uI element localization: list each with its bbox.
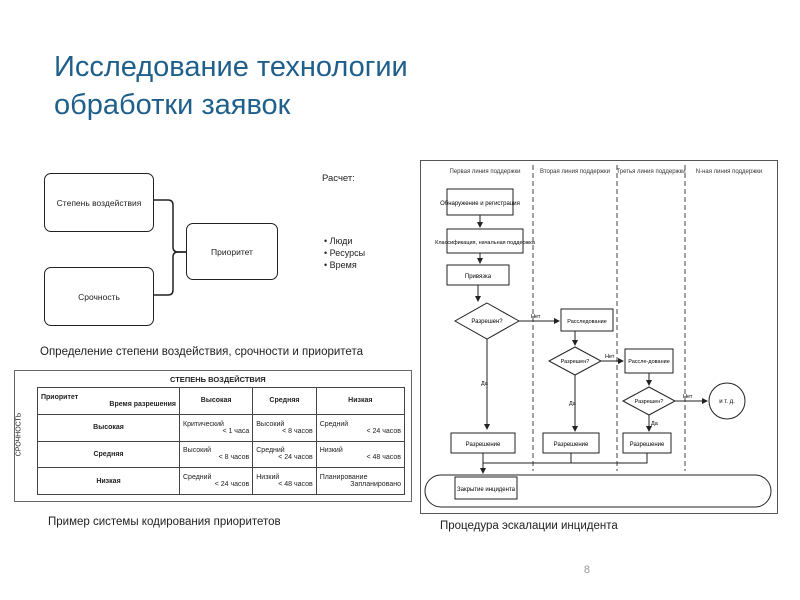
detect-box	[446, 188, 514, 216]
table-row: Низкая Средний< 24 часов Низкий< 48 часо…	[37, 467, 406, 495]
flowchart-svg: Первая линия поддержки Вторая линия подд…	[424, 165, 772, 508]
investigate-box	[560, 308, 614, 332]
calc-item: • Время	[324, 260, 357, 270]
resolution-label: Разрешение	[554, 442, 589, 448]
table-cell: Средний< 24 часов	[252, 440, 317, 469]
priority-table: Приоритет Время разрешения Высокая Средн…	[37, 387, 406, 495]
table-cell: Средний< 24 часов	[315, 413, 406, 442]
assign-label: Привязка	[465, 274, 492, 280]
row-header: Средняя	[37, 440, 180, 469]
priority-caption: Пример системы кодирования приоритетов	[48, 516, 281, 528]
impact-caption: Определение степени воздействия, срочнос…	[40, 346, 363, 358]
row-header: Высокая	[37, 413, 180, 442]
investigate2-label: Рассле-дование	[628, 359, 670, 365]
calc-list: • Люди • Ресурсы • Время	[324, 235, 365, 271]
col-header: Низкая	[315, 387, 406, 415]
slide-title: Исследование технологии обработки заявок	[54, 51, 408, 121]
classify-box	[446, 228, 524, 254]
close-box	[454, 476, 518, 500]
no-label: Нет	[683, 394, 693, 400]
escalation-flowchart: Первая линия поддержки Вторая линия подд…	[420, 160, 778, 514]
decision-3-label: Разрешен?	[635, 399, 664, 405]
etc-circle	[708, 382, 746, 420]
yes-label: Да	[569, 401, 577, 407]
page-number: 8	[583, 564, 590, 576]
table-corner: Приоритет Время разрешения	[37, 387, 180, 415]
side-label: СРОЧНОСТЬ	[15, 412, 23, 457]
decision-2-label: Разрешен?	[561, 359, 590, 365]
decision-1-label: Разрешен?	[471, 319, 503, 325]
table-cell: Низкий< 48 часов	[315, 440, 406, 469]
classify-label: Классификация, начальная поддержка	[435, 240, 536, 246]
table-cell: Критический< 1 часа	[178, 413, 254, 442]
investigate2-box	[624, 348, 674, 374]
detect-label: Обнаружение и регистрация	[440, 201, 520, 207]
impact-header: СТЕПЕНЬ ВОЗДЕЙСТВИЯ	[170, 375, 266, 384]
yes-label: Да	[651, 421, 659, 427]
col-header: Высокая	[178, 387, 254, 415]
lane-header: Первая линия поддержки	[450, 169, 521, 175]
etc-label: и т. д.	[719, 399, 735, 405]
resolution-label: Разрешение	[630, 442, 665, 448]
corner-top: Приоритет	[41, 393, 79, 401]
table-row: Средняя Высокий< 8 часов Средний< 24 час…	[37, 440, 406, 469]
yes-label: Да	[481, 381, 489, 387]
lane-header: N-ная линия поддержки	[696, 169, 762, 175]
table-cell: Высокий< 8 часов	[252, 413, 317, 442]
close-label: Закрытие инцидента	[457, 487, 516, 493]
table-cell: Средний< 24 часов	[178, 467, 254, 495]
impact-box: Степень воздействия	[44, 173, 154, 232]
calc-item: • Ресурсы	[324, 248, 366, 258]
table-cell: Высокий< 8 часов	[178, 440, 254, 469]
calc-label: Расчет:	[322, 173, 355, 184]
priority-table-frame: СРОЧНОСТЬ СТЕПЕНЬ ВОЗДЕЙСТВИЯ Приоритет …	[14, 370, 412, 502]
urgency-box: Срочность	[44, 267, 154, 326]
table-cell: Низкий< 48 часов	[252, 467, 317, 495]
col-header: Средняя	[252, 387, 317, 415]
calc-item: • Люди	[324, 236, 353, 246]
priority-box: Приоритет	[186, 223, 278, 280]
lane-header: Третья линия поддержки	[616, 169, 685, 175]
investigate-label: Расследование	[567, 319, 607, 325]
connector-lines	[154, 199, 188, 296]
no-label: Нет	[605, 354, 615, 360]
lane-header: Вторая линия поддержки	[540, 169, 610, 175]
row-header: Низкая	[37, 467, 180, 495]
escalation-caption: Процедура эскалации инцидента	[440, 520, 618, 532]
no-label: Нет	[531, 314, 541, 320]
table-row: Высокая Критический< 1 часа Высокий< 8 ч…	[37, 413, 406, 442]
table-header-row: Приоритет Время разрешения Высокая Средн…	[37, 387, 406, 415]
impact-urgency-diagram: Степень воздействия Срочность Приоритет …	[40, 165, 410, 335]
resolution-label: Разрешение	[466, 442, 501, 448]
corner-bottom: Время разрешения	[109, 400, 176, 408]
